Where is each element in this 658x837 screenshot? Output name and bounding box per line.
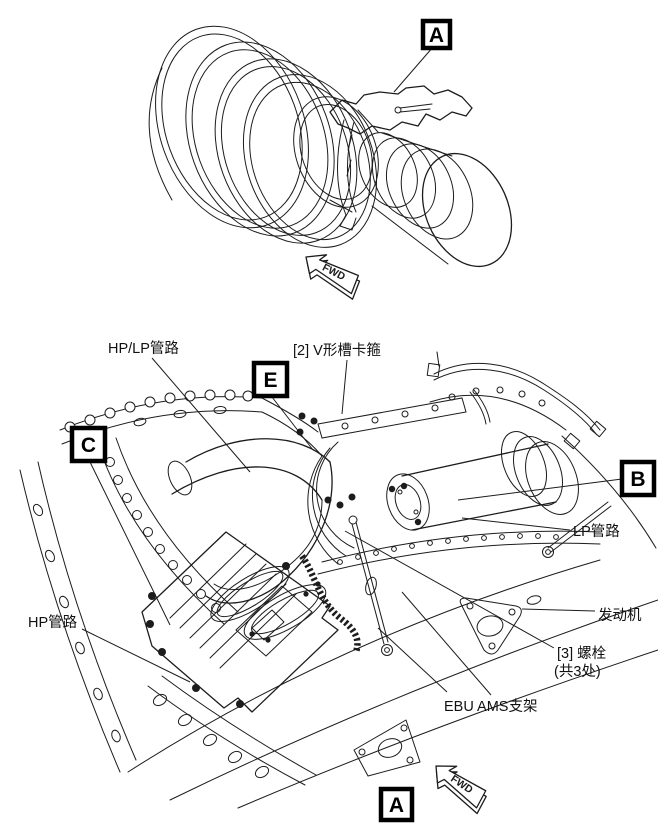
callout-e-letter: E: [263, 369, 277, 392]
fwd-arrow-top-face: [305, 254, 360, 295]
fwd-arrow-bottom-face: [435, 765, 487, 809]
label-lp-pipe: LP管路: [573, 523, 620, 540]
rivet-band-left: [97, 437, 239, 625]
label-ebu-bracket: EBU AMS支架: [444, 698, 537, 715]
callout-a-top-letter: A: [429, 24, 444, 47]
callout-box-e: E: [251, 360, 290, 399]
figure-top-duct-assembly: A FWD: [148, 18, 513, 300]
figure-bottom-engine-assembly: HP/LP管路 [2] V形槽卡箍 LP管路 发动机 [3] 螺栓 (共3处) …: [19, 340, 658, 823]
lp-duct-drawing: [386, 431, 579, 531]
accessory-block-drawing: [141, 531, 361, 713]
label-hp-pipe: HP管路: [28, 614, 78, 631]
callout-box-b: B: [619, 459, 657, 498]
callout-c-letter: C: [81, 434, 96, 457]
leader-callout-e: [271, 396, 314, 451]
label-hp-lp-pipe: HP/LP管路: [108, 340, 179, 357]
leader-bolts: [344, 530, 555, 649]
callout-box-c: C: [69, 425, 108, 464]
pipes-top-right: [426, 351, 607, 450]
leader-callout-c: [89, 461, 171, 626]
v-clamp-drawing: [329, 85, 473, 231]
bellows-duct-drawing: [148, 25, 513, 268]
callout-a-bottom-letter: A: [389, 794, 404, 817]
leader-v-clamp: [341, 359, 348, 415]
tie-rods-drawing: [348, 501, 612, 656]
leader-hp-lp-pipe: [151, 357, 251, 473]
leader-ebu-bracket-1: [377, 627, 448, 693]
label-engine: 发动机: [598, 607, 642, 624]
label-bolts-line1: [3] 螺栓: [557, 645, 607, 662]
v-band-clamp-drawing: [296, 397, 467, 565]
fwd-arrow-bottom: FWD: [435, 765, 487, 815]
callout-b-letter: B: [630, 468, 645, 491]
leader-hp-pipe: [81, 628, 191, 683]
leader-engine: [521, 608, 596, 612]
callout-a-top-leader: [393, 46, 434, 93]
callout-box-a-top: A: [420, 18, 453, 51]
leader-callout-b: [457, 478, 623, 501]
label-v-clamp: [2] V形槽卡箍: [293, 342, 381, 359]
fwd-arrow-top: FWD: [305, 254, 361, 300]
engine-case-drawing: [127, 435, 658, 809]
mount-pads-drawing: [147, 597, 522, 786]
callout-box-a-bottom: A: [378, 786, 415, 823]
flange-ring-top-left: [59, 389, 323, 457]
flange-strip-left-edge: [19, 461, 137, 773]
leader-ebu-bracket-2: [401, 591, 492, 696]
leader-lp-pipe: [461, 517, 571, 531]
label-bolts-line2: (共3处): [554, 663, 601, 680]
